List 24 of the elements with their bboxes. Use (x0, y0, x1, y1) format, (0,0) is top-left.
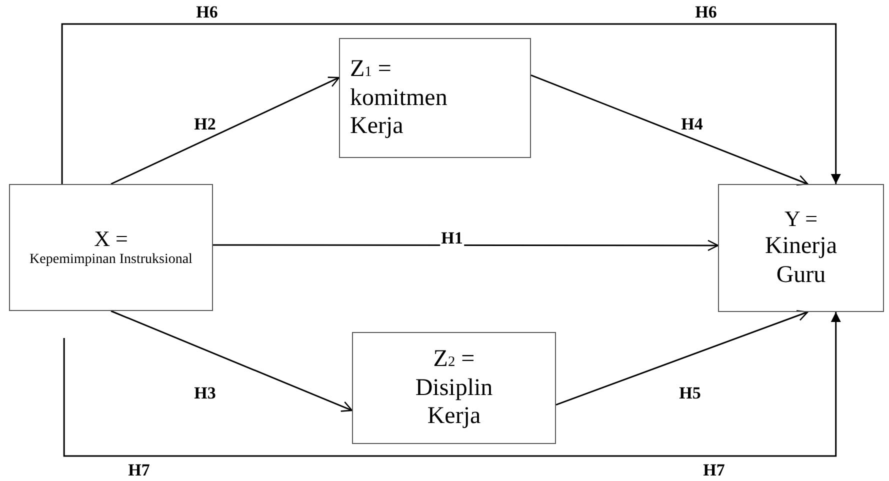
variable-label: Kepemimpinan Instruksional (30, 252, 192, 270)
arrow (530, 74, 808, 186)
variable-box (9, 184, 213, 311)
arrow (213, 240, 719, 252)
hypothesis-label: H7 (702, 462, 726, 478)
variable-label: Kinerja Guru (764, 232, 838, 290)
arrow (110, 76, 340, 185)
arrow (63, 312, 841, 457)
variable-box (352, 332, 556, 444)
edge-label: H4 (680, 116, 704, 132)
edge-label: H1 (440, 230, 464, 246)
edge-label: H7 (127, 462, 151, 478)
edge-label: H3 (193, 384, 217, 402)
arrow (556, 310, 808, 406)
variable-label: X = (94, 226, 128, 252)
hypothesis-label: H6 (694, 4, 718, 20)
arrow (61, 23, 841, 184)
variable-box (339, 38, 531, 158)
variable-box (718, 184, 884, 312)
edge-label: H6 (195, 4, 219, 20)
arrow (110, 310, 353, 412)
variable-label: Y = (784, 206, 818, 232)
edge-label: H2 (193, 116, 217, 132)
edge-label: H5 (678, 384, 702, 402)
